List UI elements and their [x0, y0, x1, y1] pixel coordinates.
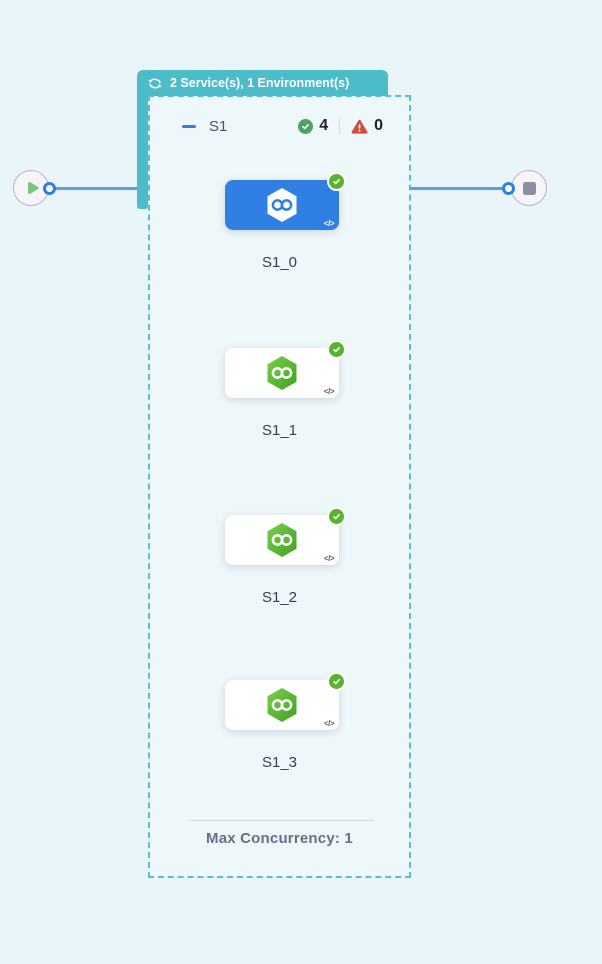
code-icon[interactable]: </> [323, 554, 335, 563]
edge-start-to-stage [49, 187, 139, 190]
infinity-hexagon-icon [266, 187, 298, 223]
infinity-hexagon-icon [266, 355, 298, 391]
infinity-hexagon-icon [266, 522, 298, 558]
stage-status-summary: 4 0 [298, 117, 383, 135]
warning-triangle-icon [351, 119, 368, 134]
stage-accent-strip [137, 95, 148, 209]
service-node-s1-2[interactable]: </> [225, 507, 346, 565]
node-label: S1_0 [261, 254, 298, 271]
stop-icon [522, 181, 536, 195]
end-port [502, 182, 515, 195]
code-icon[interactable]: </> [323, 719, 335, 728]
stage-title-group: S1 [182, 118, 227, 135]
stats-divider [339, 117, 341, 135]
infinity-hexagon-icon [266, 687, 298, 723]
node-success-badge-icon [327, 507, 346, 526]
service-node-s1-3[interactable]: </> [225, 672, 346, 730]
play-icon [25, 180, 41, 196]
matrix-header-label: 2 Service(s), 1 Environment(s) [170, 76, 350, 90]
stage-name: S1 [209, 117, 228, 135]
code-icon[interactable]: </> [323, 219, 335, 228]
node-success-badge-icon [327, 172, 346, 191]
success-check-icon [298, 118, 314, 134]
code-icon[interactable]: </> [323, 387, 335, 396]
success-count: 4 [319, 117, 329, 134]
stage-container: S1 4 0 [148, 95, 411, 878]
node-success-badge-icon [327, 672, 346, 691]
node-label: S1_3 [261, 754, 298, 771]
loop-icon [147, 77, 163, 90]
node-success-badge-icon [327, 340, 346, 359]
matrix-header-badge: 2 Service(s), 1 Environment(s) [137, 70, 388, 96]
stage-header: S1 4 0 [150, 117, 409, 135]
max-concurrency-label: Max Concurrency: 1 [206, 830, 353, 847]
edge-stage-to-end [410, 187, 506, 190]
service-node-s1-1[interactable]: </> [225, 340, 346, 398]
footer-divider [189, 820, 374, 821]
start-port [43, 182, 56, 195]
node-label: S1_1 [261, 422, 298, 439]
collapse-minus-icon[interactable] [182, 124, 196, 128]
node-label: S1_2 [261, 589, 298, 606]
end-node [511, 170, 547, 206]
service-node-s1-0[interactable]: </> [225, 172, 346, 230]
error-count: 0 [374, 117, 383, 134]
